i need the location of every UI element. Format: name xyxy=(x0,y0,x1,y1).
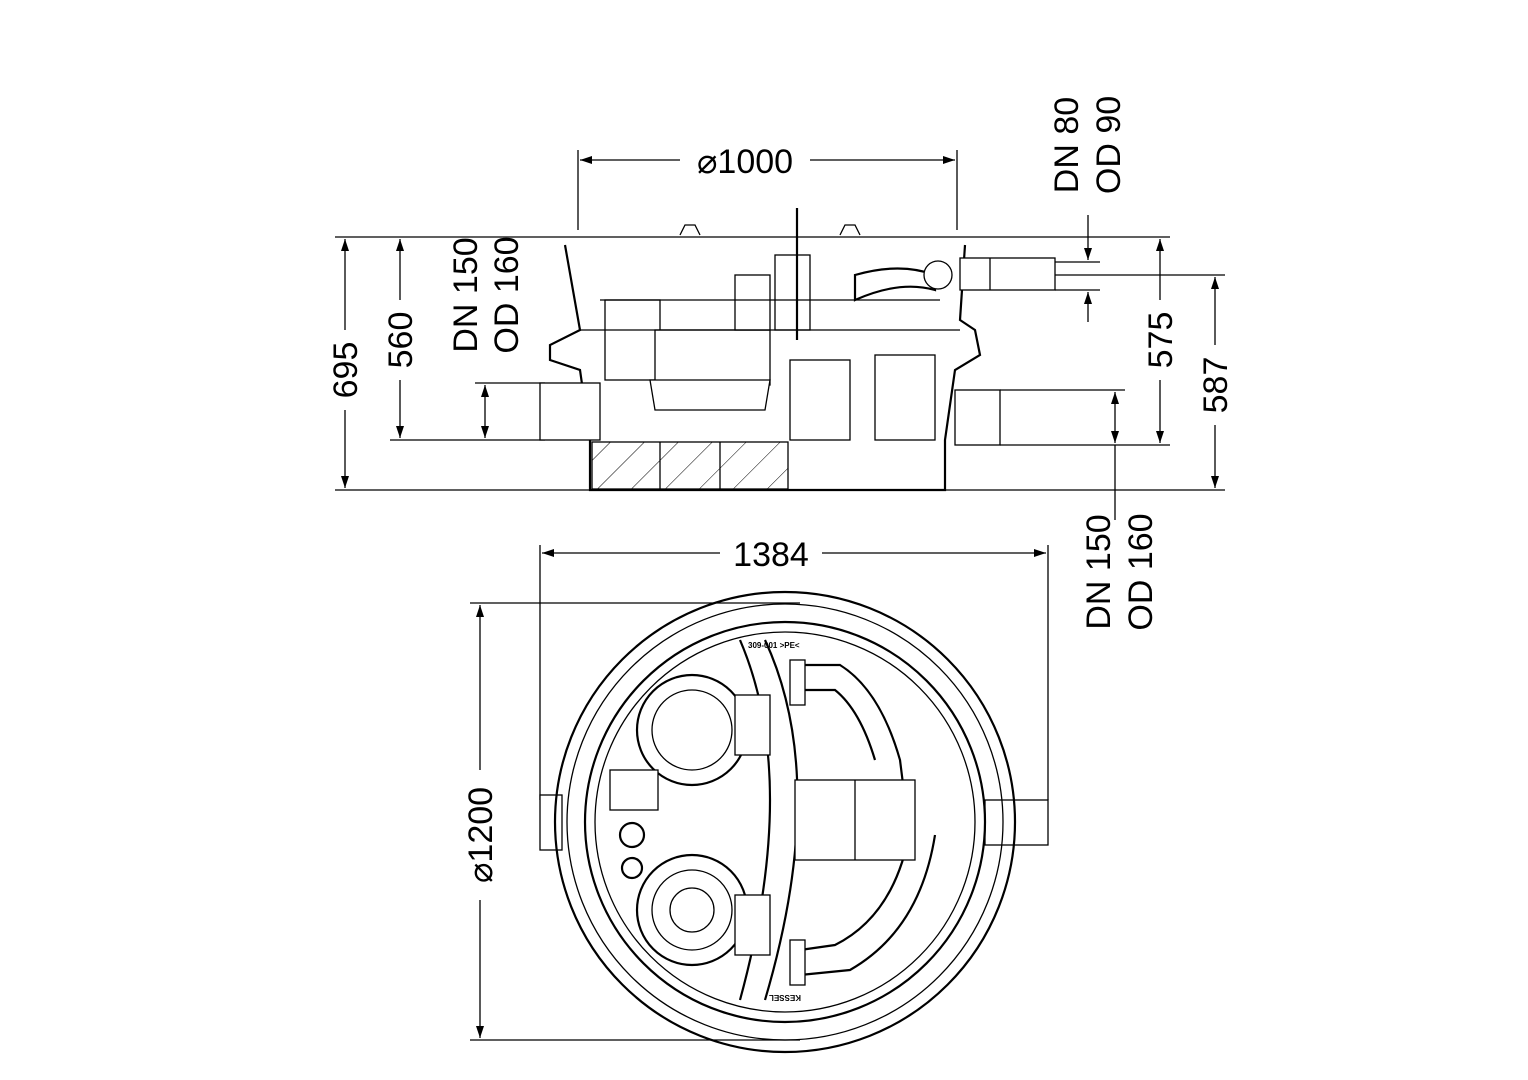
svg-text:DN 150: DN 150 xyxy=(1080,514,1118,629)
svg-text:OD 160: OD 160 xyxy=(488,236,526,353)
top-view: 1384 ⌀1200 DN 150 OD 160 xyxy=(462,513,1160,1054)
inlet-right-label: DN 150 OD 160 xyxy=(1080,513,1160,630)
dimension-label: ⌀1000 xyxy=(697,143,793,181)
dimension-label: 587 xyxy=(1197,357,1235,414)
svg-text:OD 160: OD 160 xyxy=(1122,513,1160,630)
svg-text:DN 150: DN 150 xyxy=(447,237,485,352)
svg-text:DN 80: DN 80 xyxy=(1048,97,1086,193)
dimension-height-587: 587 xyxy=(1197,277,1235,488)
side-view: ⌀1000 695 560 DN 150 OD 160 DN 80 OD 90 xyxy=(327,96,1235,520)
tank-side-body xyxy=(539,208,1056,492)
outlet-pressure-label: DN 80 OD 90 xyxy=(1048,96,1128,322)
dimension-label: ⌀1200 xyxy=(462,787,500,883)
dimension-height-560: 560 xyxy=(382,239,420,438)
dimension-diameter-1000: ⌀1000 xyxy=(580,143,955,181)
dimension-label: 560 xyxy=(382,312,420,369)
tank-top-body: 309-001 >PE< KESSEL xyxy=(539,590,1049,1054)
dimension-height-695: 695 xyxy=(327,239,365,488)
dimension-width-1384: 1384 xyxy=(542,536,1046,574)
dimension-label: 1384 xyxy=(733,536,809,574)
svg-text:OD 90: OD 90 xyxy=(1090,96,1128,194)
dimension-diameter-1200: ⌀1200 xyxy=(462,605,500,1038)
inlet-left-label: DN 150 OD 160 xyxy=(447,236,526,438)
dimension-label: 695 xyxy=(327,342,365,399)
dimension-height-575: 575 xyxy=(1142,239,1180,443)
part-label: 309-001 >PE< xyxy=(748,641,800,650)
dimension-label: 575 xyxy=(1142,312,1180,369)
brand-label: KESSEL xyxy=(769,993,801,1002)
